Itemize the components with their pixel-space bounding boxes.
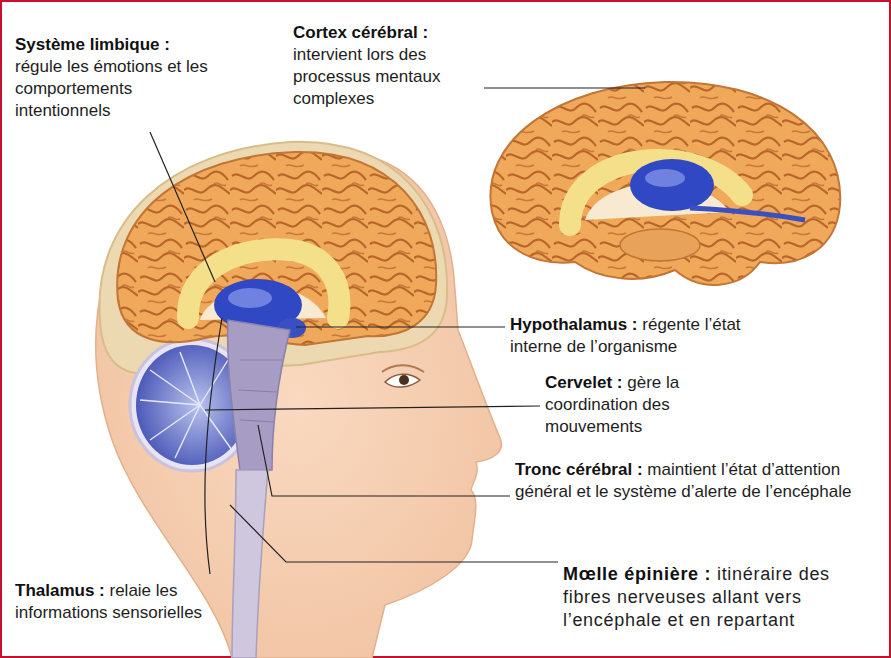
part-name: Thalamus : (15, 581, 105, 600)
part-name: Système limbique : (15, 34, 230, 56)
part-description: intervient lors des processus mentaux co… (293, 45, 440, 108)
part-name: Cervelet : (545, 373, 622, 392)
brainstem-label: Tronc cérébral : maintient l’état d’atte… (515, 459, 860, 503)
part-name: Mœlle épinière : (563, 564, 711, 584)
cortex-label: Cortex cérébral : intervient lors des pr… (293, 22, 483, 110)
hypothalamus-label: Hypothalamus : régente l’état interne de… (510, 314, 760, 358)
thalamus-label: Thalamus : relaie les informations senso… (15, 580, 250, 624)
part-description: régule les émotions et les comportements… (15, 57, 208, 120)
part-name: Hypothalamus : (510, 315, 638, 334)
cerebellum-label: Cervelet : gère la coordination des mouv… (545, 372, 725, 438)
spinal-cord-label: Mœlle épinière : itinéraire des fibres n… (563, 563, 881, 632)
part-name: Cortex cérébral : (293, 22, 483, 44)
limbic-label: Système limbique : régule les émotions e… (15, 34, 230, 122)
part-name: Tronc cérébral : (515, 460, 643, 479)
